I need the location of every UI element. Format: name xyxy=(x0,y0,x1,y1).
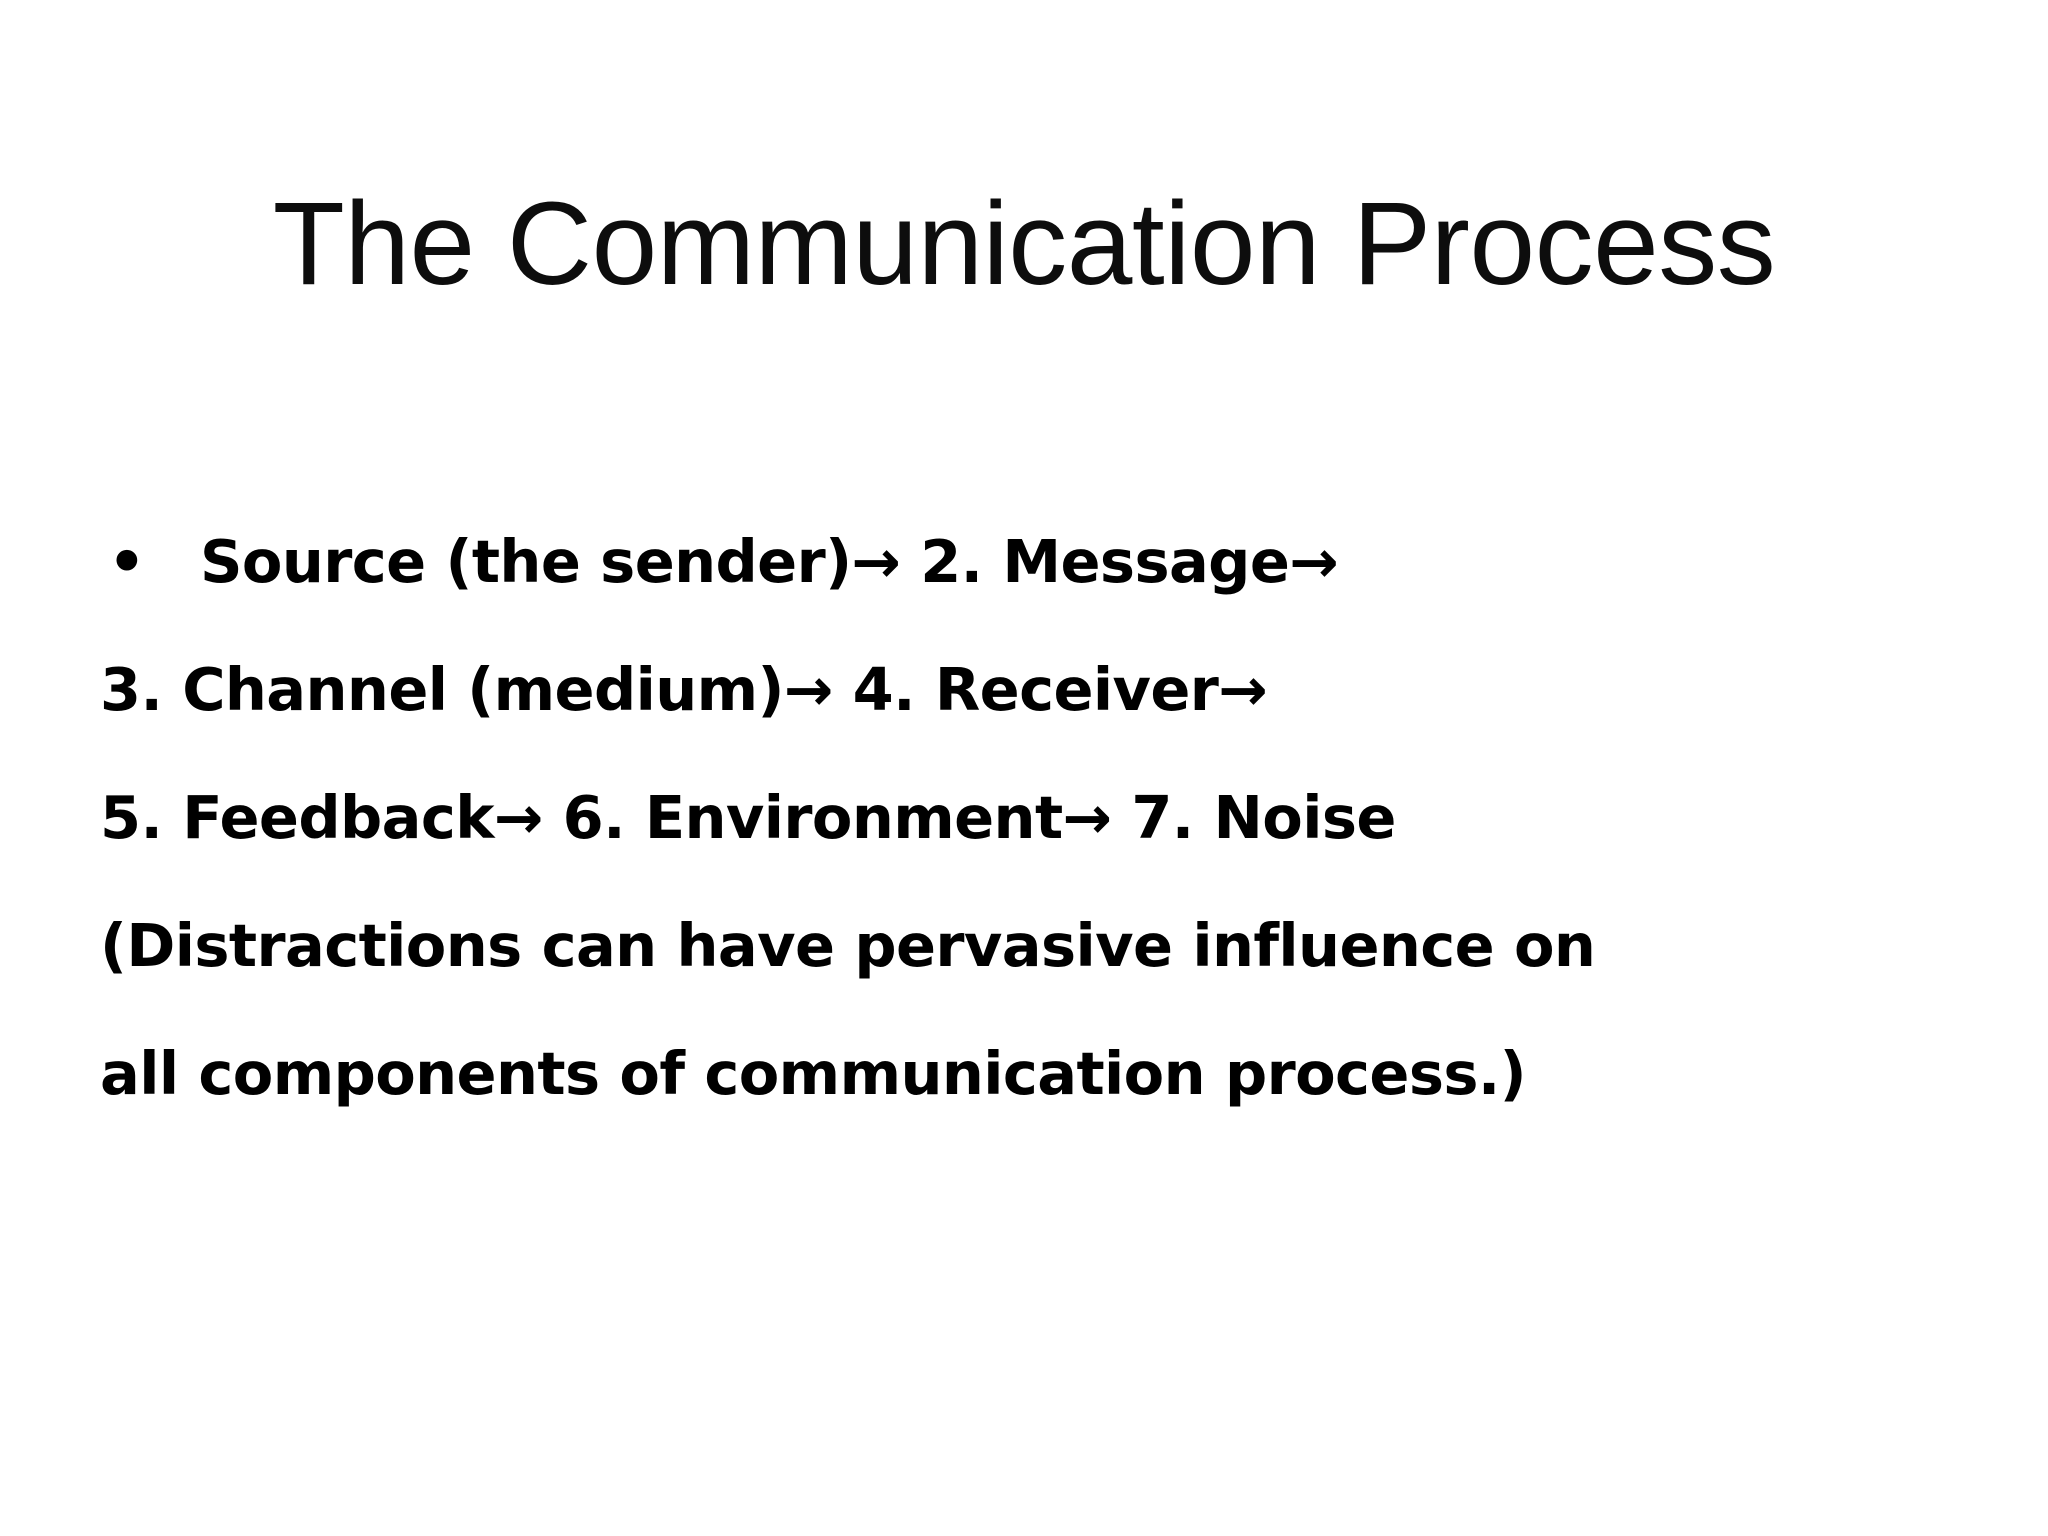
bullet-list-item-2: 3. Channel (medium)→ 4. Receiver→ xyxy=(100,626,2000,754)
body-line-text: all components of communication process.… xyxy=(100,1039,1527,1108)
bullet-list-item-3: 5. Feedback→ 6. Environment→ 7. Noise xyxy=(100,754,2000,882)
bullet-list-item-1: • Source (the sender)→ 2. Message→ xyxy=(100,498,2000,626)
body-line-text: 5. Feedback→ 6. Environment→ 7. Noise xyxy=(100,783,1396,852)
bullet-point-icon: • xyxy=(108,527,146,596)
bullet-list-item-4: (Distractions can have pervasive influen… xyxy=(100,882,2000,1010)
bullet-list-item-5: all components of communication process.… xyxy=(100,1010,2000,1138)
slide-body-text-block: • Source (the sender)→ 2. Message→ 3. Ch… xyxy=(100,498,2000,1138)
body-line-text: (Distractions can have pervasive influen… xyxy=(100,911,1596,980)
body-line-text: Source (the sender)→ 2. Message→ xyxy=(200,527,1339,596)
slide-title: The Communication Process xyxy=(272,178,1776,311)
body-line-text: 3. Channel (medium)→ 4. Receiver→ xyxy=(100,655,1268,724)
